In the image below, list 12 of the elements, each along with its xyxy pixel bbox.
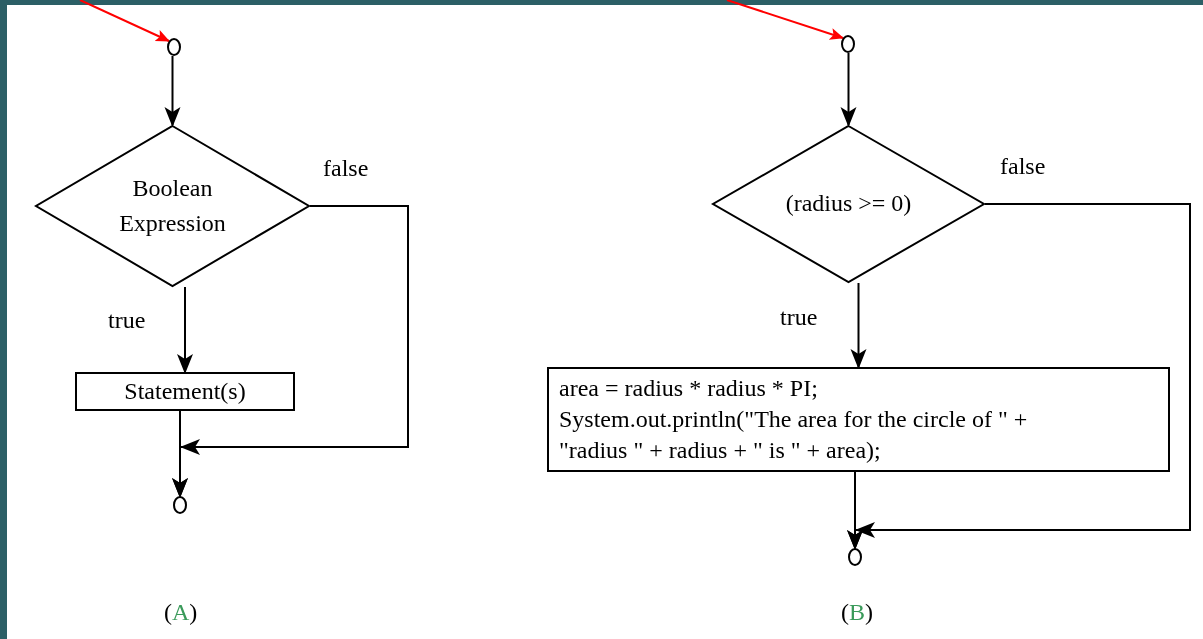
terminal-circle <box>167 38 181 56</box>
process-box <box>547 367 1170 472</box>
process-box <box>75 372 295 411</box>
node-text: Statement(s) <box>124 376 246 406</box>
terminal-circle <box>173 496 187 514</box>
node-text: Boolean Expression <box>118 174 227 238</box>
node-text: area = radius * radius * PI; System.out.println("The area for the circle of " + "radius " + radius + " is " + area); <box>559 373 1029 466</box>
node-text: (radius >= 0) <box>785 189 912 219</box>
decision-diamond <box>35 125 310 287</box>
terminal-circle <box>841 35 855 53</box>
decision-diamond <box>712 125 985 283</box>
terminal-circle <box>848 548 862 566</box>
